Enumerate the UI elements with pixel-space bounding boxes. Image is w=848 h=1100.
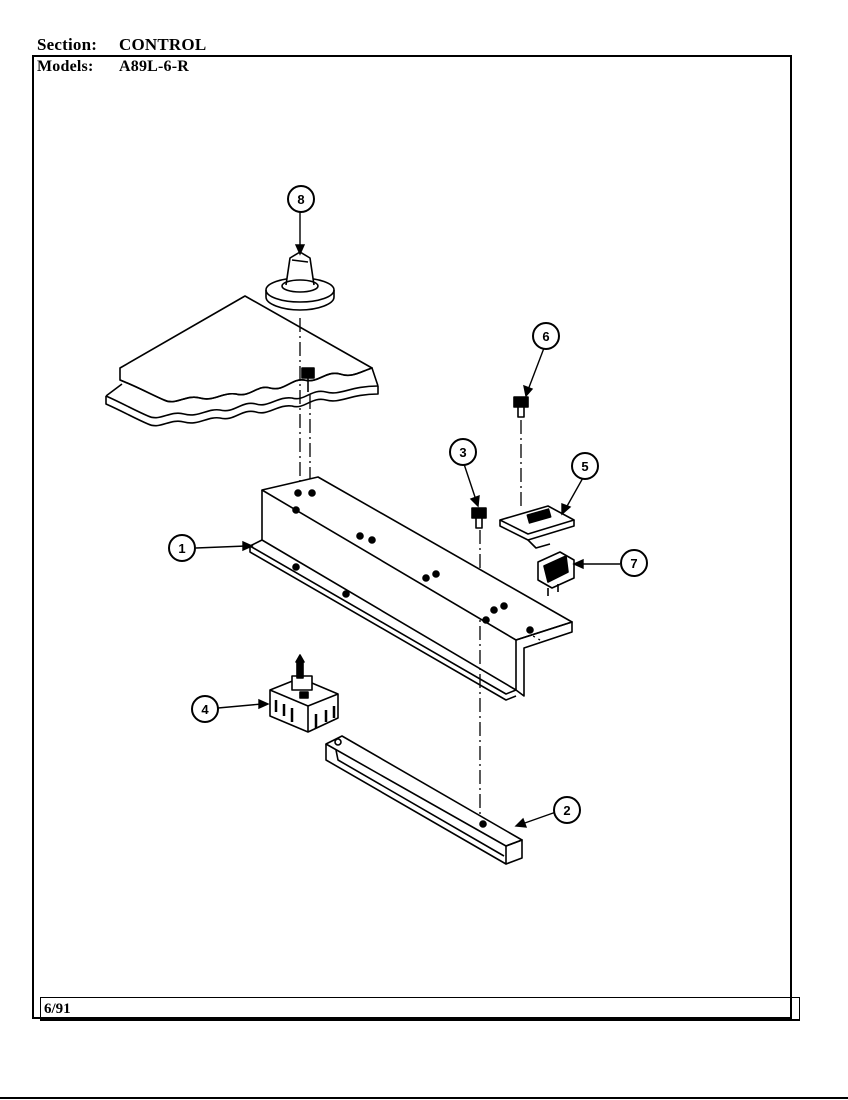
infinite-switch-part-4 <box>269 654 339 733</box>
callout-8: 8 <box>287 185 315 213</box>
svg-text:7: 7 <box>630 556 637 571</box>
callout-1: 1 <box>168 534 196 562</box>
svg-text:4: 4 <box>201 702 209 717</box>
models-value: A89L-6-R <box>119 58 190 75</box>
switch-bracket-part-5 <box>499 505 575 549</box>
svg-text:8: 8 <box>297 192 304 207</box>
section-value: CONTROL <box>119 35 207 54</box>
control-bracket-part-1 <box>249 476 573 701</box>
knob-part-8 <box>265 251 335 311</box>
screw-near-panel <box>301 367 315 392</box>
svg-text:5: 5 <box>581 459 588 474</box>
callout-2: 2 <box>553 796 581 824</box>
callout-7: 7 <box>620 549 648 577</box>
screw-part-3 <box>471 507 487 529</box>
bottom-rule <box>0 1097 848 1099</box>
callout-6: 6 <box>532 322 560 350</box>
footer-date: 6/91 <box>44 1001 71 1017</box>
callout-3: 3 <box>449 438 477 466</box>
callout-4: 4 <box>191 695 219 723</box>
control-panel-sheet <box>105 295 379 427</box>
callout-5: 5 <box>571 452 599 480</box>
diagram-frame <box>32 55 792 1019</box>
screw-part-6 <box>513 396 529 418</box>
models-label: Models: <box>37 58 94 75</box>
svg-text:2: 2 <box>563 803 570 818</box>
footer-box <box>40 997 800 1021</box>
callouts: 1 2 3 4 5 6 7 8 <box>168 185 648 824</box>
rocker-switch-part-7 <box>537 551 575 596</box>
support-bracket-part-2 <box>325 735 523 865</box>
svg-text:3: 3 <box>459 445 466 460</box>
svg-text:1: 1 <box>178 541 185 556</box>
svg-text:6: 6 <box>542 329 549 344</box>
section-label: Section: <box>37 35 98 54</box>
leader-lines <box>195 212 620 828</box>
